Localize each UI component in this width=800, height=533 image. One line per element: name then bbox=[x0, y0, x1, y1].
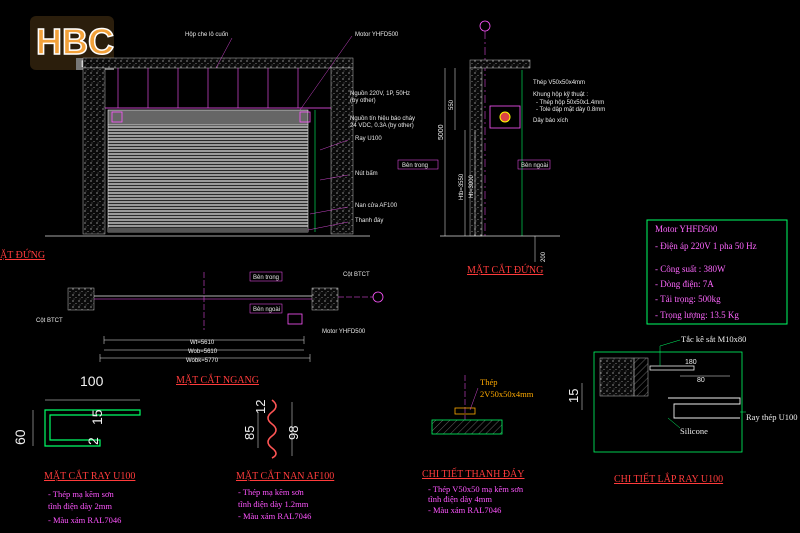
rail-u100-section: 100 60 15 2 MẶT CẮT RAY U100 - Thép mạ k… bbox=[12, 373, 141, 525]
dim-wt: Wt=5610 bbox=[190, 340, 215, 346]
label-motor-hs: Motor YHFD500 bbox=[322, 329, 366, 335]
dim-htb: Htb=3550 bbox=[459, 173, 465, 200]
bottom-detail-title: CHI TIẾT THANH ĐÁY bbox=[422, 467, 525, 480]
rail-note-3: - Màu xám RAL7046 bbox=[48, 515, 121, 525]
bottom-note-3: - Màu xám RAL7046 bbox=[428, 505, 501, 515]
label-thanh-day: Thanh đáy bbox=[355, 218, 383, 224]
dim-200: 200 bbox=[541, 251, 547, 262]
label-motor: Motor YHFD500 bbox=[355, 32, 399, 38]
rail-note-1: - Thép mạ kẽm sơn bbox=[48, 489, 114, 499]
slat-note-3: - Màu xám RAL7046 bbox=[238, 511, 311, 521]
label-nguon-tin2: 24 VDC, 0.3A (by other) bbox=[350, 123, 414, 129]
motor-spec-line-5: - Trọng lượng: 13.5 Kg bbox=[655, 310, 739, 320]
bottom-note-1: - Thép V50x50 mạ kẽm sơn bbox=[428, 484, 524, 494]
motor-spec-line-2: - Công suất : 380W bbox=[655, 264, 726, 274]
rail-install-title: CHI TIẾT LẮP RAY U100 bbox=[614, 472, 723, 485]
dim-550: 550 bbox=[449, 99, 455, 110]
label-hop-che: Hộp che lô cuốn bbox=[185, 32, 228, 38]
elevation-view: ẶT ĐỨNG Hộp che lô cuốn Motor YHFD500 Ng… bbox=[0, 32, 439, 261]
dim-85: 85 bbox=[242, 426, 257, 440]
motor-spec-line-3: - Dòng điện: 7A bbox=[655, 279, 714, 289]
slat-note-1: - Thép mạ kẽm sơn bbox=[238, 487, 304, 497]
label-ray: Ray U100 bbox=[355, 136, 382, 142]
label-ben-trong-hs: Bên trong bbox=[253, 275, 279, 281]
label-nut-bam: Nút bấm bbox=[355, 171, 378, 177]
dim-wobk: Wobk=5770 bbox=[186, 358, 219, 364]
label-nguon-tin: Nguồn tín hiệu báo cháy bbox=[350, 116, 415, 122]
label-silicone: Silicone bbox=[680, 426, 708, 436]
motor-spec-box: Motor YHFD500 - Điện áp 220V 1 pha 50 Hz… bbox=[646, 219, 788, 325]
svg-text:HBC: HBC bbox=[36, 21, 114, 62]
motor-spec-title: Motor YHFD500 bbox=[655, 224, 718, 234]
label-tac-ke: Tắc kê sắt M10x80 bbox=[681, 334, 746, 344]
label-khung2: - Tole dập mặt dày 0.8mm bbox=[536, 107, 605, 113]
dim-wob: Wob=5610 bbox=[188, 349, 218, 355]
label-ben-trong-elev: Bên trong bbox=[402, 163, 428, 169]
bottom-label-2: 2V50x50x4mm bbox=[480, 389, 534, 399]
bottom-note-2: tĩnh điện dày 4mm bbox=[428, 494, 492, 504]
label-nguon-sub: (by other) bbox=[350, 98, 376, 104]
dim-15-bottom: 15 bbox=[566, 389, 581, 403]
label-ray-thep: Ray thép U100 bbox=[746, 412, 797, 422]
slat-section-title: MẶT CẮT NAN AF100 bbox=[236, 469, 334, 482]
label-khung1: - Thép hộp 50x50x1.4mm bbox=[536, 100, 604, 106]
hbc-door-logo: HBC DOOR bbox=[28, 14, 116, 72]
label-khung: Khung hộp kỹ thuật : bbox=[533, 92, 588, 98]
slat-note-2: tĩnh điện dày 1.2mm bbox=[238, 499, 309, 509]
dim-15: 15 bbox=[89, 409, 105, 425]
elevation-title: ẶT ĐỨNG bbox=[0, 249, 45, 261]
dim-60: 60 bbox=[12, 429, 28, 445]
label-thep-v: Thép V50x50x4mm bbox=[533, 80, 585, 86]
rail-section-title: MẶT CẮT RAY U100 bbox=[44, 469, 135, 482]
dim-ht: Ht=3000 bbox=[469, 174, 475, 198]
vertical-section: 5000 550 Htb=3550 Ht=3000 200 Thép V50x5… bbox=[438, 20, 605, 276]
dim-98: 98 bbox=[286, 426, 301, 440]
dim-5000: 5000 bbox=[438, 124, 445, 140]
dim-180: 180 bbox=[685, 359, 697, 366]
slat-af100-section: 12 85 98 MẶT CẮT NAN AF100 - Thép mạ kẽm… bbox=[236, 399, 334, 521]
rail-install-detail: Tắc kê sắt M10x80 180 80 Ray thép U100 S… bbox=[593, 334, 797, 485]
dim-80: 80 bbox=[697, 377, 705, 384]
label-day-bao: Dây báo xích bbox=[533, 118, 568, 124]
rail-note-2: tĩnh điện dày 2mm bbox=[48, 501, 112, 511]
dim-12: 12 bbox=[253, 400, 268, 414]
label-cot-btct-left: Cột BTCT bbox=[36, 318, 63, 324]
bottom-bar-detail: Thép 2V50x50x4mm 15 CHI TIẾT THANH ĐÁY -… bbox=[422, 375, 583, 515]
vertical-section-title: MẶT CẮT ĐỨNG bbox=[467, 263, 543, 276]
label-nguon: Nguồn 220V, 1P, 50Hz bbox=[350, 91, 410, 97]
dim-2: 2 bbox=[85, 437, 101, 445]
label-nan-cua: Nan cửa AF100 bbox=[355, 202, 398, 209]
label-cot-btct-right: Cột BTCT bbox=[343, 272, 370, 278]
label-ben-ngoai-hs: Bên ngoài bbox=[253, 307, 280, 313]
label-ben-ngoai-vs: Bên ngoài bbox=[521, 163, 548, 169]
horizontal-section-title: MẶT CẮT NGANG bbox=[176, 373, 259, 386]
dim-100: 100 bbox=[80, 373, 104, 389]
horizontal-section: Wt=5610 Wob=5610 Wobk=5770 Bên trong Cột… bbox=[36, 271, 384, 386]
motor-spec-line-4: - Tải trọng: 500kg bbox=[655, 294, 721, 304]
motor-spec-line-1: - Điện áp 220V 1 pha 50 Hz bbox=[655, 241, 757, 251]
bottom-label: Thép bbox=[480, 377, 497, 387]
